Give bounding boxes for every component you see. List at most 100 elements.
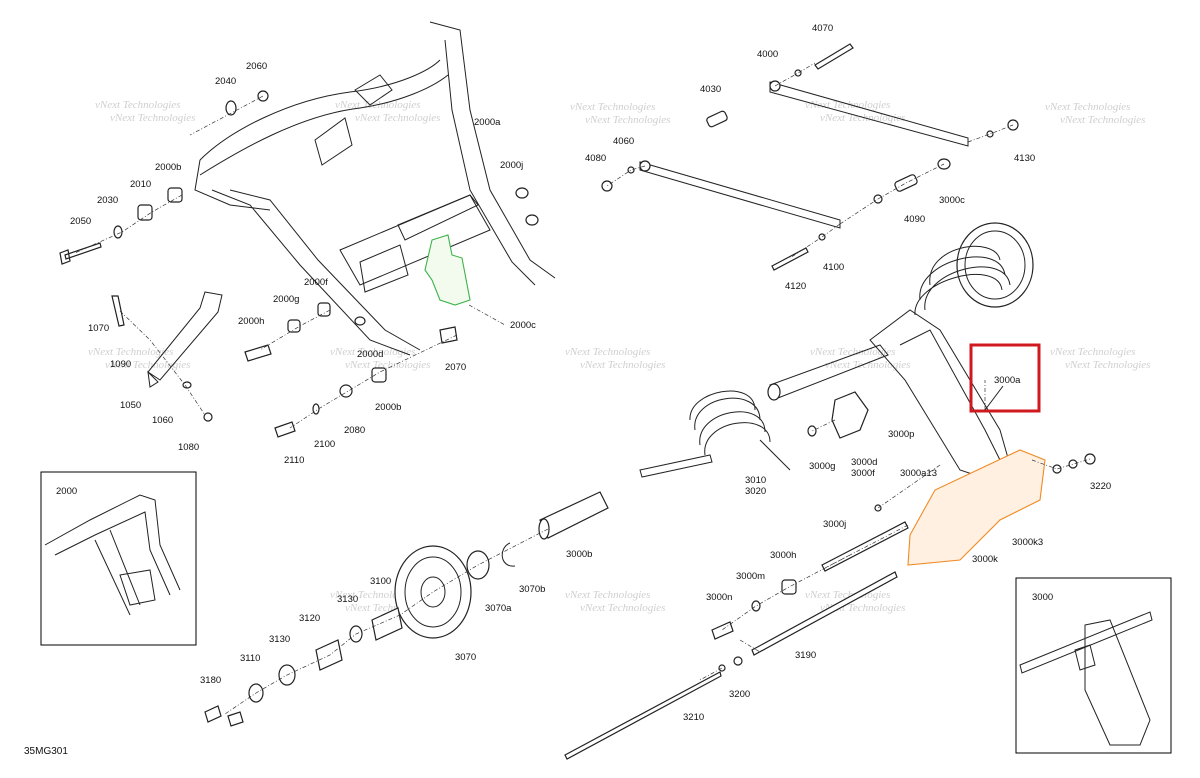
bolt-2050 [59, 242, 102, 265]
callout-2040: 2040 [215, 76, 236, 87]
arm-3000a [869, 309, 1011, 481]
watermark: vNext Technologies [330, 589, 415, 601]
watermark: vNext Technologies [1065, 359, 1150, 371]
highlight-leader [984, 385, 1004, 411]
spacer-2000f [317, 302, 331, 317]
callout-3000g: 3000g [809, 461, 835, 472]
callout-2000b: 2000b [155, 162, 181, 173]
callout-3000k3: 3000k3 [1012, 537, 1043, 548]
spacer-2000g [287, 319, 301, 333]
watermark: vNext Technologies [570, 101, 655, 113]
watermark: vNext Technologies [355, 112, 440, 124]
callout-3210: 3210 [683, 712, 704, 723]
callout-1090: 1090 [110, 359, 131, 370]
bolt-3000n [711, 621, 734, 640]
callout-3190: 3190 [795, 650, 816, 661]
washer-2030 [113, 225, 123, 239]
clip-3000g [807, 425, 817, 437]
callout-3070: 3070 [455, 652, 476, 663]
watermark: vNext Technologies [1045, 101, 1130, 113]
watermark: vNext Technologies [105, 359, 190, 371]
bolt-3180 [204, 705, 222, 723]
nut-3220 [1084, 453, 1096, 465]
rear-arm-assembly [204, 222, 1096, 760]
drive-disc-upper [956, 222, 1034, 308]
callout-3070b: 3070b [519, 584, 545, 595]
callout-2000b-lower: 2000b [375, 402, 401, 413]
callout-3130: 3130 [337, 594, 358, 605]
tie-rod-assembly [601, 43, 1019, 271]
spring-upper [914, 245, 1011, 316]
watermark: vNext Technologies [580, 359, 665, 371]
washer-2080 [339, 384, 353, 398]
bushing-2010 [137, 204, 153, 221]
callout-3100: 3100 [370, 576, 391, 587]
inset-right-drawing [1019, 611, 1153, 746]
circlip-3070b [501, 542, 516, 567]
drive-disc-upper-rim [964, 230, 1026, 300]
tube-3000b [539, 491, 609, 539]
watermark: vNext Technologies [95, 99, 180, 111]
rod-3210 [564, 671, 722, 760]
callout-3000f: 3000f [851, 468, 875, 479]
callout-2010: 2010 [130, 179, 151, 190]
bracket-2000c [424, 234, 471, 306]
wheel-3070 [394, 545, 472, 639]
watermark: vNext Technologies [580, 602, 665, 614]
watermark: vNext Technologies [585, 114, 670, 126]
callout-4000: 4000 [757, 49, 778, 60]
washer-2100 [312, 403, 320, 415]
front-arm-assembly [59, 21, 556, 438]
bushing-2000j [515, 187, 529, 199]
watermark: vNext Technologies [565, 346, 650, 358]
callout-4090: 4090 [904, 214, 925, 225]
washer-3220-a [1052, 464, 1062, 474]
nut-4080 [601, 180, 613, 192]
washer-2000d [354, 316, 366, 326]
watermark: vNext Technologies [88, 346, 173, 358]
bolt-4070 [814, 43, 854, 70]
washer-3220-b [1068, 459, 1078, 469]
watermark: vNext Technologies [345, 359, 430, 371]
spacer-4090 [894, 174, 918, 192]
washer-4000 [794, 69, 802, 77]
leader-lines-4000 [606, 62, 1014, 259]
callout-2000g: 2000g [273, 294, 299, 305]
rod-4000 [769, 81, 969, 147]
washer-4100 [818, 233, 826, 241]
wheel-3070-rim [404, 556, 462, 628]
watermark: vNext Technologies [1050, 346, 1135, 358]
bolt-3180b [227, 711, 244, 727]
callout-3000a13: 3000a13 [900, 468, 937, 479]
watermark: vNext Technologies [810, 346, 895, 358]
tube-3000b-end [538, 518, 550, 540]
inset-left-drawing [44, 494, 181, 616]
callout-2060: 2060 [246, 61, 267, 72]
wheel-3070-hub [420, 576, 446, 608]
callout-3000m: 3000m [736, 571, 765, 582]
leader-lines-2000 [74, 95, 506, 429]
washer-3000m [751, 600, 761, 612]
leader-lines-3000 [224, 380, 1091, 715]
callout-3010: 3010 [745, 475, 766, 486]
spacer-4030 [706, 110, 728, 128]
washer-4060 [627, 166, 635, 174]
highlight-box-3000a[interactable] [969, 343, 1041, 413]
callout-2000f: 2000f [304, 277, 328, 288]
frame-2000a [194, 21, 556, 356]
callout-3220: 3220 [1090, 481, 1111, 492]
callout-1070: 1070 [88, 323, 109, 334]
washer-1060 [182, 381, 192, 389]
inset-right-label: 3000 [1032, 592, 1053, 603]
nut-2070 [439, 326, 458, 344]
callout-3000p: 3000p [888, 429, 914, 440]
callout-4060: 4060 [613, 136, 634, 147]
bolt-4120 [771, 247, 809, 271]
callout-3000j: 3000j [823, 519, 846, 530]
callout-3020: 3020 [745, 486, 766, 497]
callout-4070: 4070 [812, 23, 833, 34]
lever-1050 [147, 291, 223, 388]
pin-2000h [244, 344, 272, 362]
bushing-2000j-lower [525, 214, 539, 226]
inset-left-frame [40, 471, 197, 646]
